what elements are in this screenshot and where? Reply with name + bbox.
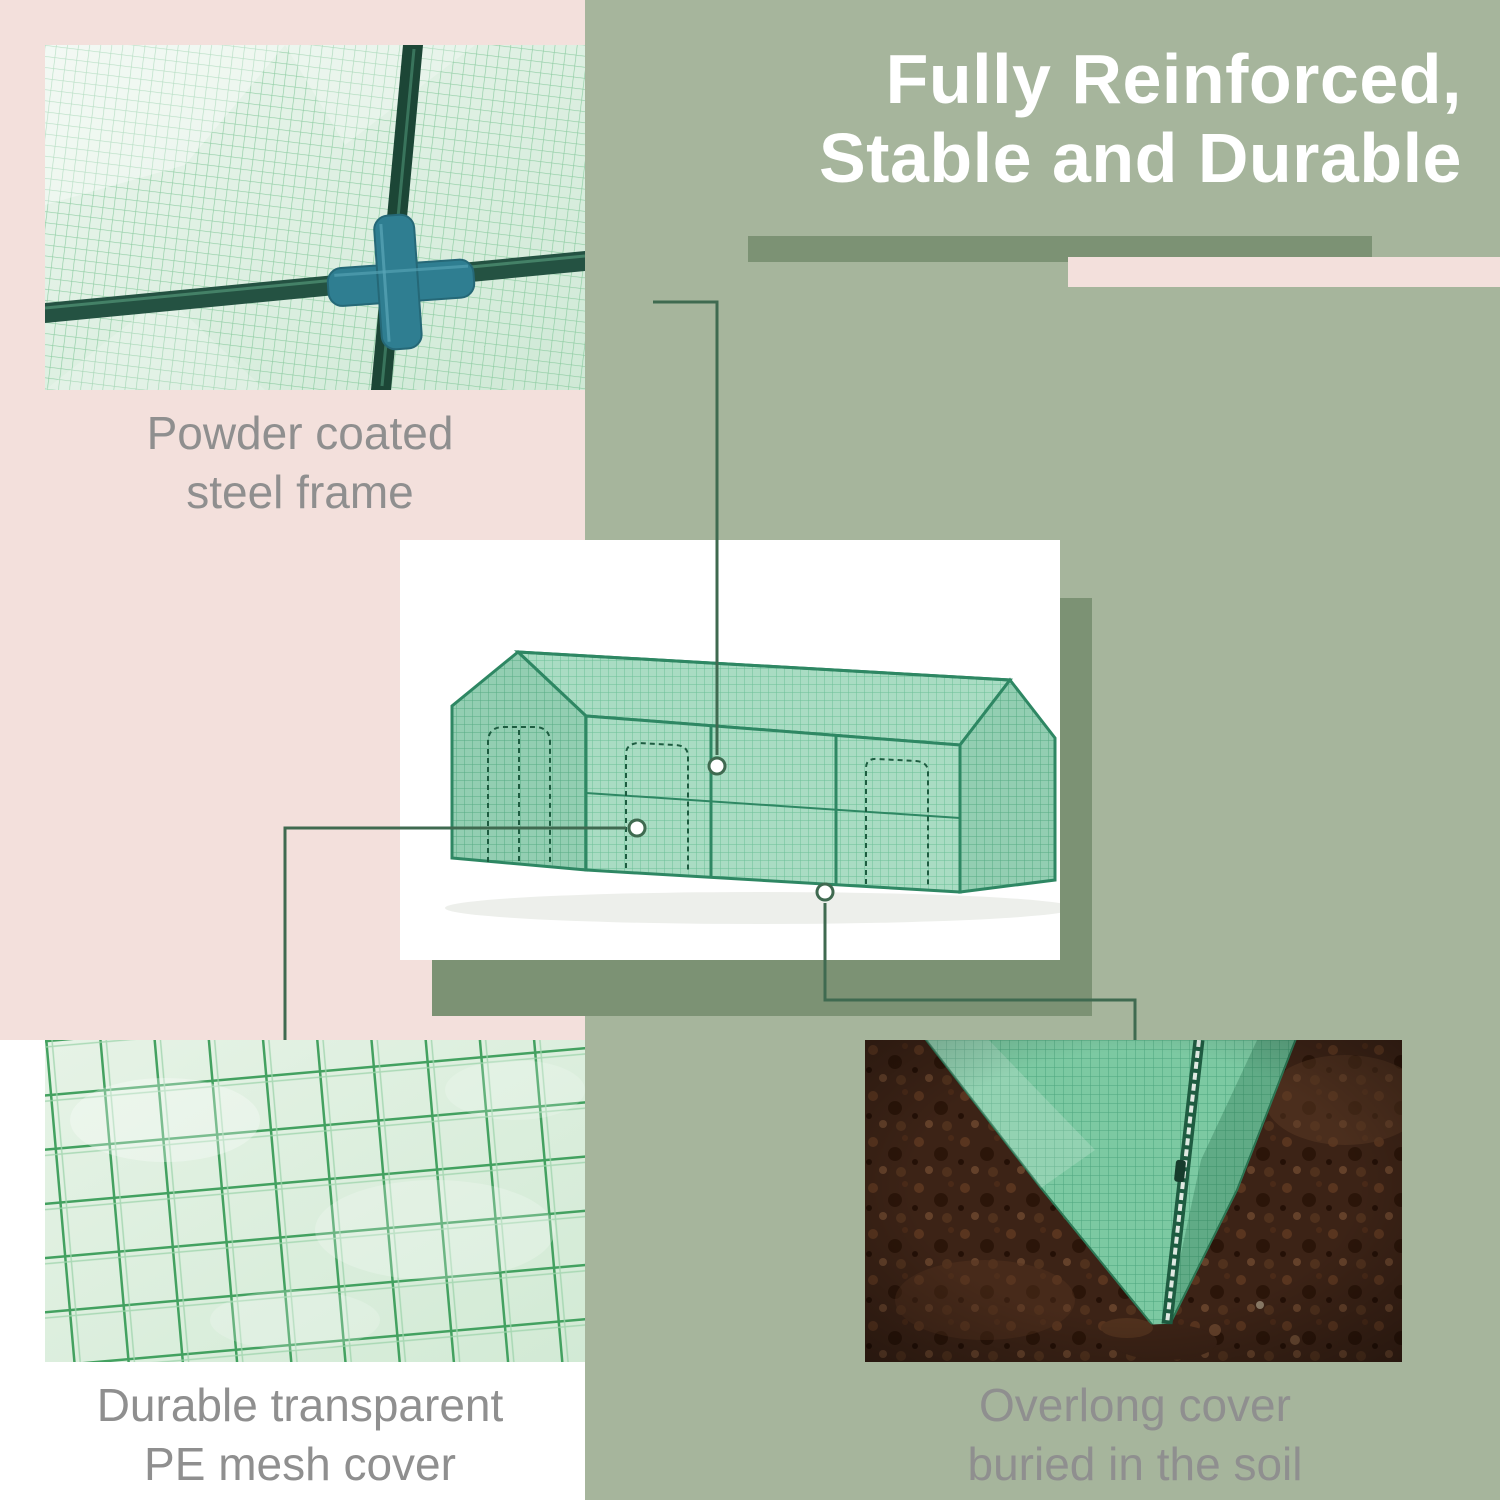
caption-line: Overlong cover [979,1379,1291,1431]
buried-cover-photo-art [865,1040,1402,1362]
buried-cover-photo [865,1040,1402,1362]
headline-line1: Fully Reinforced, [885,40,1462,118]
pe-mesh-photo [45,1040,585,1362]
caption-line: steel frame [186,465,414,518]
caption-line: PE mesh cover [144,1437,456,1490]
caption-line: Durable transparent [96,1379,504,1431]
cross-connector [326,213,476,351]
product-card [400,540,1060,960]
steel-frame-photo-art [45,45,585,390]
accent-bar-pink [1068,257,1500,287]
steel-frame-photo [45,45,585,390]
steel-frame-caption: Powder coated steel frame [15,404,585,522]
caption-line: Powder coated [146,407,454,459]
headline: Fully Reinforced, Stable and Durable [819,40,1462,198]
pe-mesh-caption: Durable transparent PE mesh cover [15,1376,585,1494]
headline-line2: Stable and Durable [818,119,1462,198]
buried-cover-caption: Overlong cover buried in the soil [830,1376,1440,1494]
pe-mesh-photo-art [45,1040,585,1362]
greenhouse-illustration [445,650,1060,924]
caption-line: buried in the soil [967,1437,1303,1490]
